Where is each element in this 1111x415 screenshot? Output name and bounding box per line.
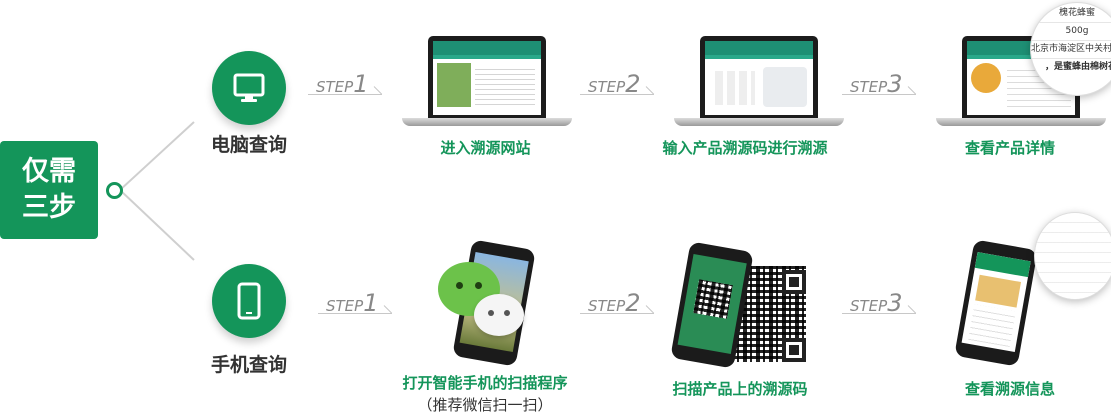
wechat-bubble-icon [474,294,524,336]
three-steps-badge: 仅需 三步 [0,141,98,239]
computer-step-1-caption: 进入溯源网站 [440,139,531,157]
connector-lines [120,121,195,261]
smartphone-icon [237,282,261,320]
step-number: 1 [353,70,369,98]
mobile-step-3-marker: STEP3 [842,283,922,323]
mobile-step-1-subcaption: （推荐微信扫一扫） [417,396,553,414]
step-word: STEP [850,78,888,96]
badge-line-2: 三步 [22,192,76,223]
step-number: 2 [625,289,641,317]
mobile-step-3-caption: 查看溯源信息 [964,380,1055,398]
magnifier-line-3: 北京市海淀区中关村南大街 [1031,41,1111,59]
computer-step-3-marker: STEP3 [842,64,922,104]
laptop-code-entry-screenshot [674,36,844,132]
mobile-step-2-caption: 扫描产品上的溯源码 [672,380,808,398]
magnifier-line-1: 槐花蜂蜜 [1031,5,1111,23]
trace-info-magnifier [1034,212,1111,300]
step-word: STEP [326,297,364,315]
mobile-mode-button[interactable] [212,264,286,338]
step-word: STEP [316,78,354,96]
phone-trace-info-illustration [954,239,1038,367]
mobile-step-1-marker: STEP1 [318,283,398,323]
computer-mode-label: 电脑查询 [210,134,287,156]
product-info-magnifier: 槐花蜂蜜 500g 北京市海淀区中关村南大街 ，是蜜蜂由棉树花酿的 [1030,2,1111,96]
step-word: STEP [588,78,626,96]
computer-step-3-caption: 查看产品详情 [964,139,1055,157]
monitor-icon [233,73,265,102]
computer-step-2-caption: 输入产品溯源码进行溯源 [662,139,828,157]
mobile-step-1-caption: 打开智能手机的扫描程序 [402,374,568,392]
computer-step-2-marker: STEP2 [580,64,660,104]
mobile-mode-label: 手机查询 [210,354,287,376]
magnifier-line-2: 500g [1031,23,1111,41]
mobile-step-2-marker: STEP2 [580,283,660,323]
branch-node [106,182,123,199]
magnifier-snippet: ，是蜜蜂由棉树花酿的 [1045,62,1111,72]
computer-mode-button[interactable] [212,51,286,125]
badge-line-1: 仅需 [22,156,76,187]
step-word: STEP [850,297,888,315]
step-number: 1 [363,289,379,317]
step-number: 3 [887,70,903,98]
laptop-website-screenshot [402,36,572,132]
step-number: 3 [887,289,903,317]
computer-step-1-marker: STEP1 [308,64,388,104]
step-word: STEP [588,297,626,315]
step-number: 2 [625,70,641,98]
